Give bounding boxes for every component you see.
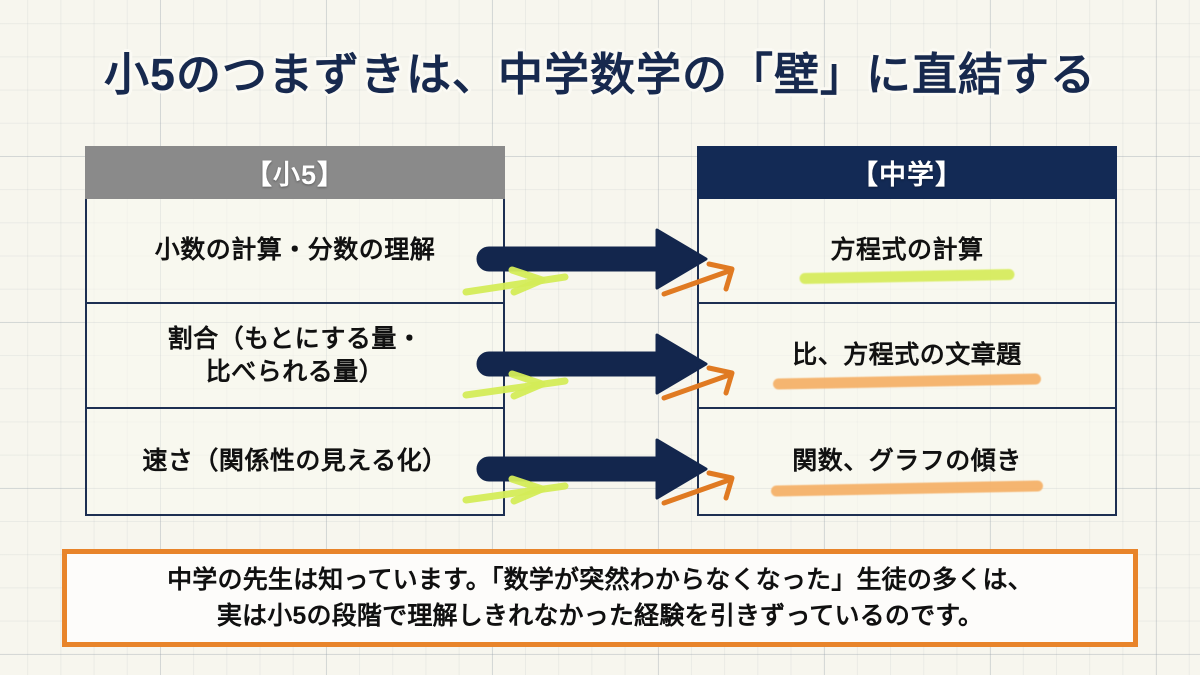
elementary-topic-1: 小数の計算・分数の理解 bbox=[154, 236, 436, 264]
junior-high-topic-1: 方程式の計算 bbox=[830, 236, 984, 264]
navy-block-arrow-2 bbox=[476, 333, 708, 395]
table-row: 小数の計算・分数の理解 bbox=[87, 199, 503, 304]
green-marker-arrowhead-2 bbox=[508, 370, 546, 400]
table-row: 速さ（関係性の見える化） bbox=[87, 409, 503, 514]
table-row: 割合（もとにする量・ 比べられる量） bbox=[87, 304, 503, 409]
arrow-group-row-1 bbox=[462, 228, 735, 297]
arrow-group-row-3 bbox=[462, 438, 735, 506]
elementary-column-header: 【小5】 bbox=[85, 146, 505, 199]
junior-high-column-header: 【中学】 bbox=[697, 146, 1117, 199]
junior-high-column-body: 方程式の計算 比、方程式の文章題 関数、グラフの傾き bbox=[697, 199, 1117, 516]
callout-box: 中学の先生は知っています。「数学が突然わからなくなった」生徒の多くは、 実は小5… bbox=[62, 549, 1138, 647]
elementary-column-body: 小数の計算・分数の理解 割合（もとにする量・ 比べられる量） 速さ（関係性の見え… bbox=[85, 199, 505, 516]
green-marker-arrowhead-1 bbox=[508, 266, 546, 296]
navy-block-arrow-1 bbox=[476, 228, 708, 290]
elementary-topic-3: 速さ（関係性の見える化） bbox=[142, 447, 448, 475]
table-row: 方程式の計算 bbox=[699, 199, 1115, 304]
junior-high-topic-3: 関数、グラフの傾き bbox=[792, 447, 1022, 475]
table-row: 比、方程式の文章題 bbox=[699, 304, 1115, 409]
arrow-group-row-2 bbox=[462, 333, 735, 401]
callout-text: 中学の先生は知っています。「数学が突然わからなくなった」生徒の多くは、 実は小5… bbox=[167, 565, 1033, 630]
highlighter-underline-2 bbox=[772, 373, 1042, 390]
navy-block-arrow-3 bbox=[476, 438, 708, 500]
junior-high-topic-2: 比、方程式の文章題 bbox=[792, 341, 1022, 369]
green-marker-arrowhead-3 bbox=[508, 475, 546, 505]
table-row: 関数、グラフの傾き bbox=[699, 409, 1115, 514]
page-title: 小5のつまずきは、中学数学の「壁」に直結する bbox=[103, 49, 1097, 100]
junior-high-column: 【中学】 方程式の計算 比、方程式の文章題 関数、グラフの傾き bbox=[697, 146, 1117, 516]
highlighter-underline-1 bbox=[799, 268, 1015, 285]
highlighter-underline-3 bbox=[770, 480, 1044, 497]
elementary-topic-2: 割合（もとにする量・ 比べられる量） bbox=[167, 324, 423, 386]
elementary-column: 【小5】 小数の計算・分数の理解 割合（もとにする量・ 比べられる量） 速さ（関… bbox=[85, 146, 505, 516]
